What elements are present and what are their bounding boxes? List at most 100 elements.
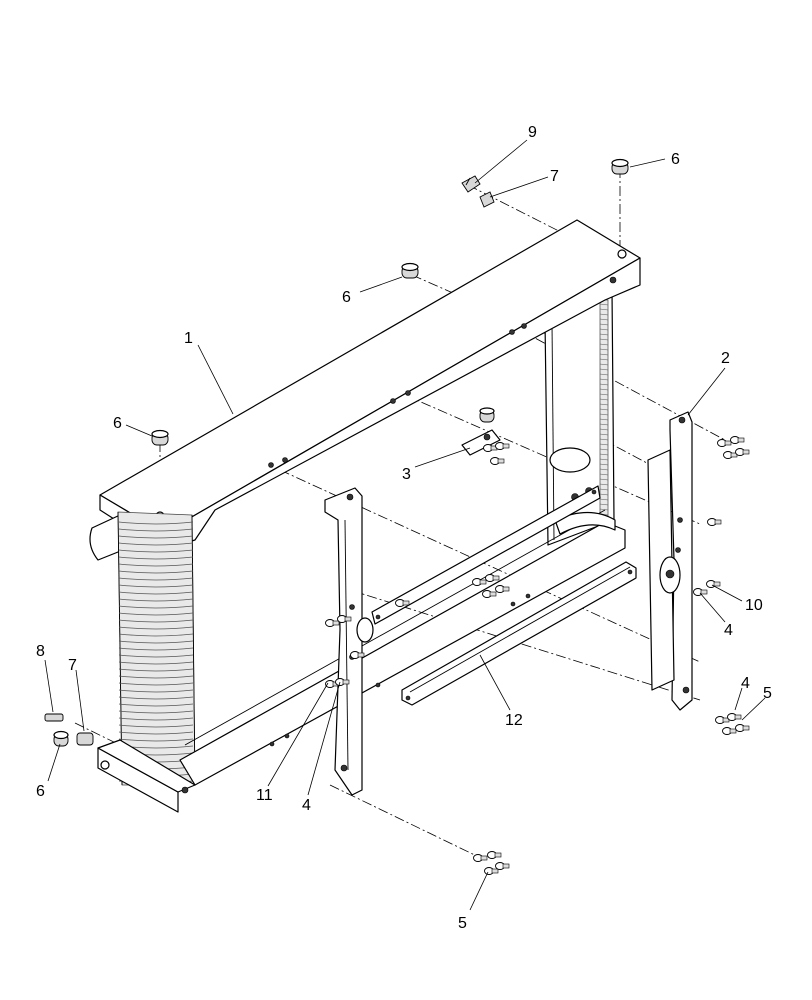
callout-4-right: 4 [724, 622, 733, 639]
fin-ridge [118, 591, 194, 595]
bolt-shank [742, 725, 750, 731]
side-fin-ridge [599, 453, 609, 456]
callout-6-left: 6 [113, 415, 122, 432]
callout-7-top: 7 [550, 168, 559, 185]
side-fin-ridge [599, 493, 609, 496]
fin-ridge [118, 661, 194, 665]
side-fin-ridge [599, 413, 609, 416]
radiator-frame [89, 219, 641, 813]
fin-ridge [118, 556, 194, 560]
side-fin-ridge [599, 403, 609, 406]
fin-ridge [118, 682, 194, 686]
fin-ridge [118, 577, 194, 581]
side-fin-ridge [599, 428, 609, 431]
bolt-shank [502, 586, 510, 592]
side-fin-ridge [599, 343, 609, 346]
leader-lines [44, 139, 766, 911]
bolt-shank [737, 437, 745, 443]
side-fin-ridge [599, 443, 609, 446]
side-fin-ridge [599, 393, 609, 396]
side-fin-ridge [599, 503, 609, 506]
grommet-bottom-left [53, 730, 69, 747]
side-fin-ridge [599, 478, 609, 481]
fin-ridge [118, 647, 194, 651]
bolt-shank [497, 458, 505, 464]
callout-6-top-center: 6 [342, 289, 351, 306]
bolt-shank [713, 581, 721, 587]
bolt-shank [357, 652, 365, 658]
fin-ridge [118, 563, 194, 567]
bolt-shank [491, 868, 499, 874]
bolt-shank [480, 855, 488, 861]
fin-ridge [118, 654, 194, 658]
side-fin-ridge [599, 333, 609, 336]
side-fin-ridge [599, 433, 609, 436]
fin-ridge [118, 598, 194, 602]
side-fin-ridge [599, 398, 609, 401]
callout-labels: 9 7 6 6 1 2 6 3 10 4 8 7 4 5 12 6 11 4 5 [36, 124, 772, 932]
mounting-plate [461, 407, 501, 456]
bolt-shank [494, 852, 502, 858]
callout-3: 3 [402, 466, 411, 483]
side-fin-ridge [599, 328, 609, 331]
fin-ridge [118, 605, 194, 609]
fin-ridge [118, 612, 194, 616]
side-fin-ridge [599, 318, 609, 321]
left-fin-core [117, 511, 196, 786]
support-bar [401, 561, 637, 706]
side-fin-ridge [599, 363, 609, 366]
fin-ridge [118, 675, 194, 679]
side-fin-ridge [599, 383, 609, 386]
inner-rail [371, 485, 601, 625]
fin-ridge [118, 528, 194, 532]
side-fin-ridge [599, 378, 609, 381]
side-fin-ridge [599, 473, 609, 476]
grommet-top-center [401, 262, 419, 279]
callout-6-bottom-left: 6 [36, 783, 45, 800]
fin-lines [118, 303, 609, 784]
fin-ridge [118, 626, 194, 630]
callout-4-bottom: 4 [302, 797, 311, 814]
side-fin-ridge [599, 438, 609, 441]
grommet-top-right [611, 158, 629, 175]
bolt-shank [492, 575, 500, 581]
side-fin-ridge [599, 388, 609, 391]
callout-2: 2 [721, 350, 730, 367]
side-fin-ridge [599, 358, 609, 361]
bolt-shank [729, 728, 737, 734]
side-fin-ridge [599, 353, 609, 356]
fin-ridge [118, 668, 194, 672]
fin-ridge [118, 619, 194, 623]
bolt-shank [332, 620, 340, 626]
bolt-shank [502, 443, 510, 449]
right-fin-strip [599, 299, 609, 526]
bolt-shank [502, 863, 510, 869]
right-side-bracket [647, 411, 693, 711]
bolt-shank [479, 579, 487, 585]
side-fin-ridge [599, 468, 609, 471]
bolt-shank [742, 449, 750, 455]
side-fin-ridge [599, 448, 609, 451]
side-fin-ridge [599, 338, 609, 341]
fin-ridge [118, 703, 194, 707]
callout-5-right: 5 [763, 685, 772, 702]
callout-10: 10 [745, 597, 763, 614]
fin-ridge [118, 696, 194, 700]
side-fin-ridge [599, 488, 609, 491]
side-fin-ridge [599, 313, 609, 316]
side-fin-ridge [599, 348, 609, 351]
callout-1: 1 [184, 330, 193, 347]
side-fin-ridge [599, 373, 609, 376]
callout-12: 12 [505, 712, 523, 729]
fin-ridge [118, 710, 194, 714]
side-fin-ridge [599, 483, 609, 486]
fin-ridge [118, 584, 194, 588]
fin-ridge [118, 738, 194, 742]
callout-9: 9 [528, 124, 537, 141]
side-fin-ridge [599, 463, 609, 466]
fitting-bottom-left [44, 713, 94, 746]
fin-ridge [118, 640, 194, 644]
grommet-left [151, 429, 169, 446]
side-fin-ridge [599, 323, 609, 326]
